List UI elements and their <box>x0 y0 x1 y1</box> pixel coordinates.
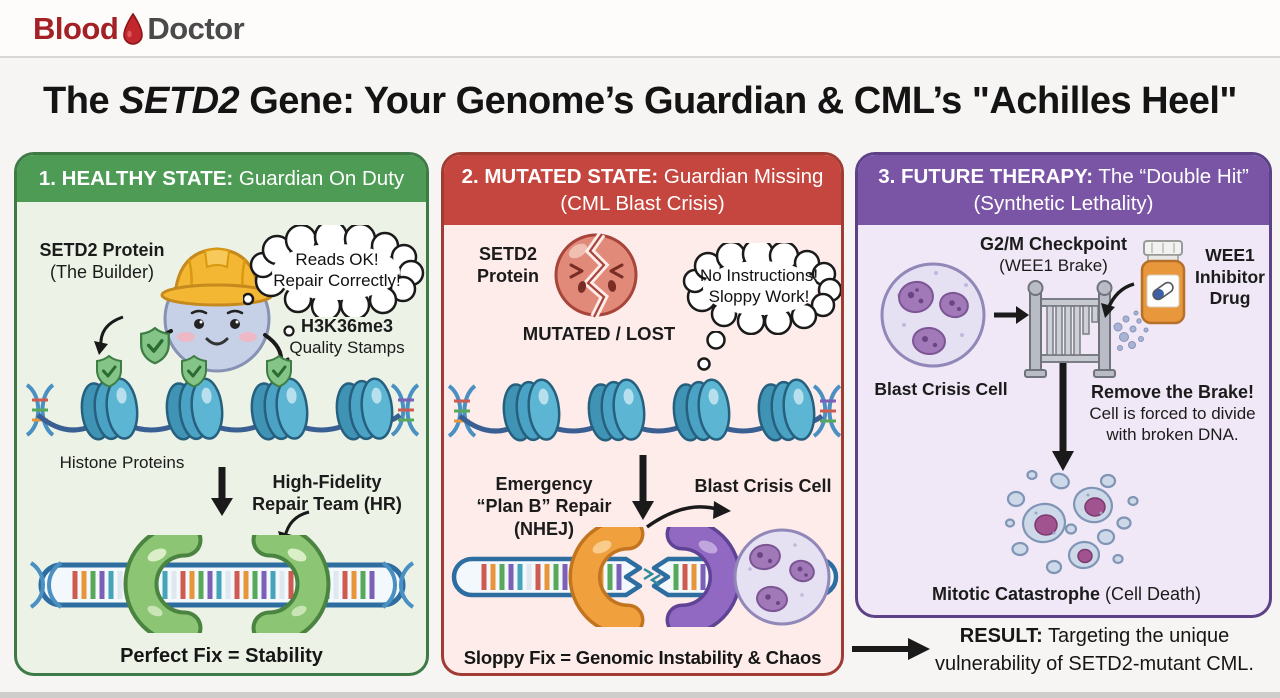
panel-future-therapy: 3. FUTURE THERAPY: The “Double Hit” (Syn… <box>855 152 1272 618</box>
title-gene: SETD2 <box>119 80 240 122</box>
repaired-dna-with-hr-clamps-icon <box>29 535 415 633</box>
mutated-lost-label: MUTATED / LOST <box>522 323 676 344</box>
quality-stamp-shield-icon <box>181 355 207 388</box>
drug-to-gate-arrow-icon <box>1101 282 1135 318</box>
panel-healthy-subtitle: Guardian On Duty <box>233 167 405 190</box>
shield-drop-arrow-icon <box>94 315 124 355</box>
blood-drop-icon <box>123 12 144 45</box>
title-pre: The <box>43 80 120 122</box>
healthy-footer-label: Perfect Fix = Stability <box>120 645 323 667</box>
mitotic-catastrophe-label: Mitotic Catastrophe (Cell Death) <box>931 584 1202 604</box>
blast-crisis-cell-icon <box>880 262 986 368</box>
quality-stamp-shield-icon <box>266 355 292 388</box>
remove-brake-label: Remove the Brake! Cell is forced to divi… <box>1089 382 1256 445</box>
page-title: The SETD2 Gene: Your Genome’s Guardian &… <box>0 80 1280 123</box>
chromatin-strand-icon <box>447 378 841 442</box>
wee1-inhibitor-drug-label: WEE1 Inhibitor Drug <box>1195 245 1265 309</box>
panel-mutated-title: 2. MUTATED STATE: <box>461 165 659 188</box>
checkpoint-gate-icon <box>1024 280 1149 378</box>
bottom-edge-strip <box>0 692 1280 698</box>
mutated-footer-label: Sloppy Fix = Genomic Instability & Chaos <box>463 647 822 668</box>
thought-bubble-icon <box>682 243 841 335</box>
logo-blood-text: Blood <box>33 11 119 46</box>
panel-mutated-state: 2. MUTATED STATE: Guardian Missing (CML … <box>441 152 844 676</box>
g2m-checkpoint-label: G2/M Checkpoint (WEE1 Brake) <box>979 234 1127 276</box>
wee1-inhibitor-bottle-icon <box>1140 240 1186 325</box>
panel-healthy-title: 1. HEALTHY STATE: <box>38 167 234 190</box>
histone-proteins-label: Histone Proteins <box>59 453 185 472</box>
thought-trail-icon <box>697 331 726 371</box>
right-arrow-icon <box>994 306 1029 324</box>
to-cell-curved-arrow-icon <box>645 501 731 529</box>
setd2-builder-label: SETD2 Protein (The Builder) <box>39 240 165 283</box>
held-quality-shield-icon <box>140 326 170 365</box>
blast-crisis-cell-label: Blast Crisis Cell <box>694 476 832 496</box>
result-text: RESULT: Targeting the unique vulnerabili… <box>934 625 1254 675</box>
panel-therapy-header: 3. FUTURE THERAPY: The “Double Hit” (Syn… <box>858 155 1269 225</box>
down-arrow-icon <box>1052 363 1074 471</box>
logo-doctor-text: Doctor <box>147 11 245 46</box>
setd2-builder-character-icon <box>140 247 295 373</box>
panel-therapy-title: 3. FUTURE THERAPY: <box>878 165 1094 188</box>
blood-doctor-logo: Blood Doctor <box>33 11 245 47</box>
result-arrow-icon <box>852 638 930 660</box>
header-bar: Blood Doctor <box>0 0 1280 58</box>
h3k36me3-label: H3K36me3 Quality Stamps <box>289 316 405 358</box>
panel-healthy-state: 1. HEALTHY STATE: Guardian On Duty SETD2… <box>14 152 429 676</box>
title-post: Gene: Your Genome’s Guardian & CML’s "Ac… <box>239 80 1237 122</box>
down-arrow-icon <box>632 455 654 520</box>
broken-dna-nhej-scene-icon <box>451 527 839 627</box>
thought-bubble-text: No Instructions! Sloppy Work! <box>699 266 819 306</box>
broken-setd2-protein-icon <box>554 231 638 319</box>
setd2-protein-label: SETD2 Protein <box>476 244 539 287</box>
down-arrow-icon <box>211 467 233 516</box>
nhej-repair-label: Emergency “Plan B” Repair (NHEJ) <box>476 474 612 539</box>
speech-bubble-text: Reads OK! Repair Correctly! <box>273 250 401 290</box>
blast-crisis-cell-label: Blast Crisis Cell <box>874 379 1008 399</box>
panel-healthy-header: 1. HEALTHY STATE: Guardian On Duty <box>17 155 426 202</box>
speech-bubble-icon <box>243 225 425 317</box>
hr-repair-label: High-Fidelity Repair Team (HR) <box>252 472 402 515</box>
chromatin-strand-with-shields-icon <box>25 355 420 441</box>
quality-stamp-shield-icon <box>96 355 122 388</box>
panel-mutated-header: 2. MUTATED STATE: Guardian Missing (CML … <box>444 155 841 225</box>
mitotic-catastrophe-icon <box>1004 469 1139 575</box>
